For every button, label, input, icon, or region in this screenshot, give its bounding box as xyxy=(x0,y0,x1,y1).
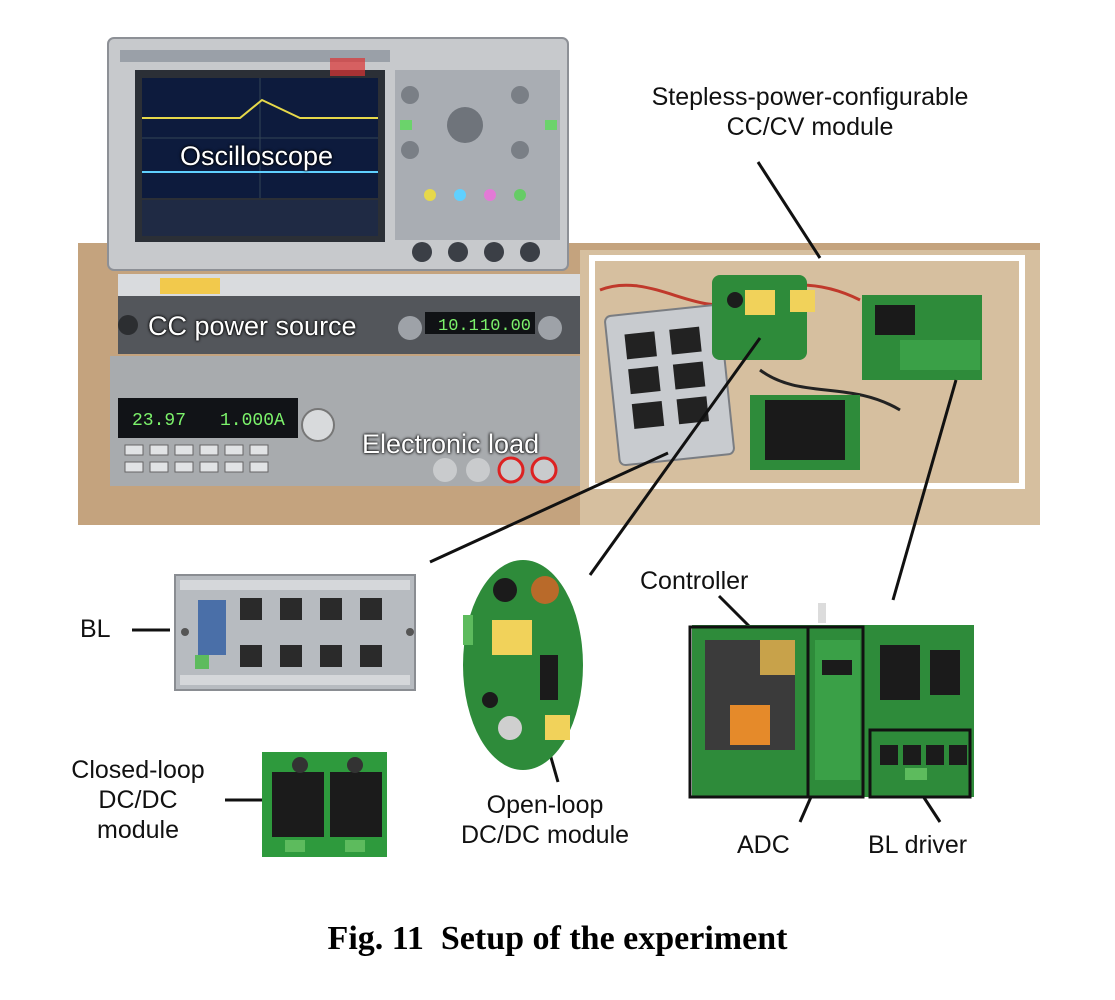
open-loop-label-line2: DC/DC module xyxy=(460,821,630,849)
closed-loop-label-line3: module xyxy=(97,816,179,844)
bl-driver-label: BL driver xyxy=(868,831,968,859)
source-right-readout: 10.00 xyxy=(480,317,531,336)
load-right-readout: 1.000A xyxy=(220,411,285,431)
stepless-module-label: Stepless-power-configurable CC/CV module xyxy=(590,82,1030,142)
controller-label: Controller xyxy=(640,567,749,595)
closed-loop-module-label: Closed-loop DC/DC module xyxy=(48,755,228,845)
bl-photo xyxy=(174,574,416,691)
electronic-load-label: Electronic load xyxy=(362,429,540,459)
adc-label: ADC xyxy=(737,831,790,859)
closed-loop-label-line1: Closed-loop xyxy=(71,756,205,784)
controller-board-photo xyxy=(692,603,974,797)
stepless-module-label-line2: CC/CV module xyxy=(726,113,894,141)
stepless-module-photo xyxy=(599,275,982,470)
caption-text: Setup of the experiment xyxy=(440,920,788,957)
open-loop-module-photo xyxy=(463,560,583,770)
electronic-load-device: 23.97 1.000A xyxy=(110,356,580,486)
closed-loop-module-photo xyxy=(262,752,387,857)
bl-label: BL xyxy=(80,615,111,643)
open-loop-module-label: Open-loop DC/DC module xyxy=(425,790,665,850)
source-left-readout: 10.1 xyxy=(438,317,479,336)
open-loop-label-line1: Open-loop xyxy=(486,791,604,819)
pointer-lines xyxy=(132,161,958,823)
oscilloscope-device xyxy=(107,37,569,271)
cc-power-source-device: 10.1 10.00 xyxy=(118,274,580,354)
figure-caption: Fig. 11 Setup of the experiment xyxy=(0,920,1115,958)
oscilloscope-label: Oscilloscope xyxy=(180,141,334,171)
cc-power-source-label: CC power source xyxy=(148,311,357,341)
stepless-module-highlight-box xyxy=(589,255,1025,489)
bl-driver-region-box xyxy=(868,728,972,799)
adc-region-box xyxy=(806,625,865,799)
closed-loop-label-line2: DC/DC xyxy=(98,786,178,814)
caption-number: Fig. 11 xyxy=(327,920,424,957)
stepless-module-label-line1: Stepless-power-configurable xyxy=(651,83,969,111)
load-left-readout: 23.97 xyxy=(132,411,186,431)
